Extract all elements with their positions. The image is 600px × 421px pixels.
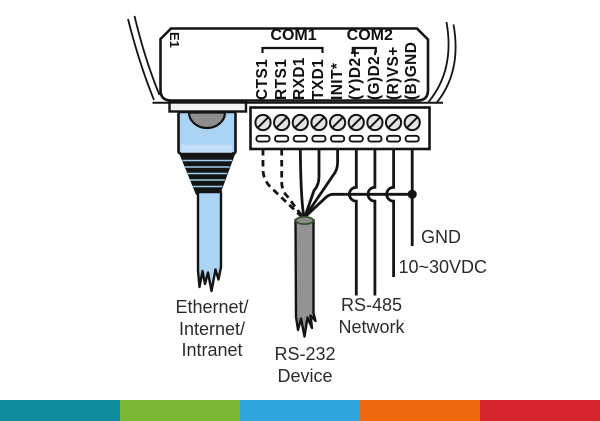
case-left-outer-edge xyxy=(127,18,155,101)
ethernet-label-line1: Ethernet/ xyxy=(175,297,249,317)
screw-terminal-icon xyxy=(403,113,421,132)
wire-slot xyxy=(367,134,383,143)
screw-terminal-icon xyxy=(347,113,365,132)
rs232-label-line1: RS-232 xyxy=(274,344,336,364)
rs485-label: RS-485 Network xyxy=(338,295,404,338)
terminal-label: (Y)D2+ xyxy=(347,47,365,100)
rs232-label: RS-232 Device xyxy=(274,344,335,387)
rs485-label-line2: Network xyxy=(338,316,405,337)
screw-terminal-icon xyxy=(273,113,291,132)
screw-terminals xyxy=(254,113,421,143)
ethernet-label-line2: Internet/ xyxy=(178,318,246,339)
case-left-inner-edge xyxy=(133,15,161,96)
terminal-label: (R)VS+ xyxy=(384,45,402,100)
ethernet-cable xyxy=(196,190,223,293)
ethernet-label: Ethernet/ Internet/ Intranet xyxy=(175,297,248,362)
wire-slot xyxy=(255,134,271,143)
wire-txd1 xyxy=(303,149,321,217)
rs232-cable xyxy=(294,218,317,338)
screw-terminal-icon xyxy=(310,113,328,132)
com1-bracket xyxy=(261,46,324,53)
wire-slot xyxy=(330,134,346,143)
case-right-outer-edge xyxy=(435,24,457,105)
wire-d2-plus xyxy=(348,149,358,296)
ethernet-label-line3: Intranet xyxy=(181,340,243,360)
rj45-strain-band xyxy=(181,144,232,154)
rs232-cable-top xyxy=(294,215,315,225)
footer-stripe-red xyxy=(480,400,600,421)
wire-rxd1 xyxy=(298,148,306,218)
rj45-plug-latch xyxy=(187,111,227,130)
com2-bracket xyxy=(351,46,377,53)
screw-terminal-icon xyxy=(291,113,309,132)
terminal-label: TXD1 xyxy=(309,58,327,100)
terminal-label: INIT* xyxy=(328,62,346,100)
terminal-label: (B)GND xyxy=(403,41,421,100)
screw-terminal-icon xyxy=(366,113,384,132)
footer-stripe-green xyxy=(120,400,240,421)
wire-d2-minus xyxy=(366,149,377,296)
terminal-label: CTS1 xyxy=(254,58,271,100)
wire-rts1 xyxy=(280,149,305,219)
gnd-label: GND xyxy=(421,227,461,247)
screw-terminal-icon xyxy=(329,113,347,132)
device-panel xyxy=(159,27,430,102)
footer-stripe-orange xyxy=(360,400,480,421)
wire-vs-plus xyxy=(385,149,395,277)
wire-slot xyxy=(386,134,402,143)
power-label: 10~30VDC xyxy=(398,257,488,277)
rs232-label-line2: Device xyxy=(277,365,333,386)
wire-gnd-branch xyxy=(304,192,413,218)
wire-slot xyxy=(292,134,308,143)
screw-terminal-icon xyxy=(384,113,403,132)
ethernet-socket xyxy=(168,101,248,113)
wire-init xyxy=(304,149,339,217)
terminal-label: RXD1 xyxy=(291,56,309,100)
terminal-label: RTS1 xyxy=(272,58,290,100)
rj45-boot-ridges xyxy=(182,159,232,188)
com1-label: COM1 xyxy=(270,27,317,44)
gnd-junction-dot xyxy=(407,189,417,199)
screw-terminal-icon xyxy=(254,113,272,132)
com2-label: COM2 xyxy=(346,27,393,44)
wire-slot xyxy=(274,134,290,143)
footer-stripe-teal xyxy=(0,400,120,421)
rs485-label-line1: RS-485 xyxy=(340,295,403,315)
wires xyxy=(261,148,414,296)
wire-slot xyxy=(311,134,327,143)
footer-stripe-blue xyxy=(240,400,360,421)
terminal-label: (G)D2- xyxy=(365,49,383,100)
device-side-label: E1 xyxy=(167,32,182,48)
wire-slot xyxy=(348,134,364,143)
case-right-inner-edge xyxy=(427,21,450,103)
wire-slot xyxy=(404,134,420,143)
